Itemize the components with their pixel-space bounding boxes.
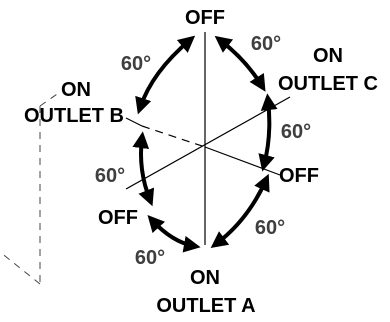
- angle-top-left: 60°: [121, 53, 151, 75]
- angle-mid-right: 60°: [281, 121, 311, 143]
- angle-top-right: 60°: [251, 33, 281, 55]
- diagonal-axis-b-solid: [125, 117, 143, 127]
- rotation-arrows: [132, 35, 278, 253]
- arrow-bottom-right: [210, 173, 270, 249]
- arrow-top-left: [135, 35, 196, 115]
- label-off-left: OFF: [98, 207, 138, 229]
- perspective-frame: [0, 91, 61, 285]
- angle-bottom-left: 60°: [135, 247, 165, 269]
- diagonal-axis-b-dashed: [141, 125, 206, 148]
- arrow-bottom-left: [147, 215, 201, 253]
- label-on-b: ON: [61, 79, 91, 101]
- arrow-top-right: [214, 35, 266, 92]
- label-outlet-c: OUTLET C: [278, 73, 378, 95]
- arrow-mid-left: [132, 131, 155, 207]
- label-off-right: OFF: [279, 165, 319, 187]
- label-outlet-b: OUTLET B: [24, 105, 124, 127]
- arrow-mid-right: [258, 93, 278, 172]
- angle-bottom-right: 60°: [255, 217, 285, 239]
- label-on-c: ON: [313, 45, 343, 67]
- diagonal-axis-a: [125, 96, 291, 190]
- label-top-off: OFF: [185, 7, 225, 29]
- angle-mid-left: 60°: [95, 165, 125, 187]
- label-on-a: ON: [190, 267, 220, 289]
- label-outlet-a: OUTLET A: [156, 295, 255, 317]
